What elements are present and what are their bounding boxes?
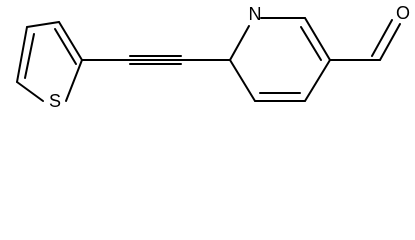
bond xyxy=(54,28,77,65)
bond xyxy=(379,23,401,61)
bond xyxy=(300,26,322,61)
molecule-structure: N O S xyxy=(0,0,415,112)
bond xyxy=(16,81,44,102)
bond xyxy=(229,59,256,102)
bond xyxy=(304,17,331,61)
bond xyxy=(26,21,60,28)
pyridine-ring xyxy=(229,17,331,102)
nitrogen-atom-label: N xyxy=(249,4,262,24)
oxygen-atom-label: O xyxy=(396,3,410,23)
sulfur-atom-label: S xyxy=(49,91,61,111)
bond xyxy=(304,59,331,102)
alkyne-triple-bond xyxy=(129,55,182,65)
thiophene-ring xyxy=(16,21,83,102)
structure-diagram: N O S xyxy=(16,3,410,111)
bond xyxy=(229,25,250,61)
bond xyxy=(65,59,83,102)
bond xyxy=(24,33,35,79)
bond xyxy=(58,21,83,61)
bond xyxy=(371,19,393,57)
bond xyxy=(16,26,28,83)
aldehyde-group xyxy=(329,19,401,61)
